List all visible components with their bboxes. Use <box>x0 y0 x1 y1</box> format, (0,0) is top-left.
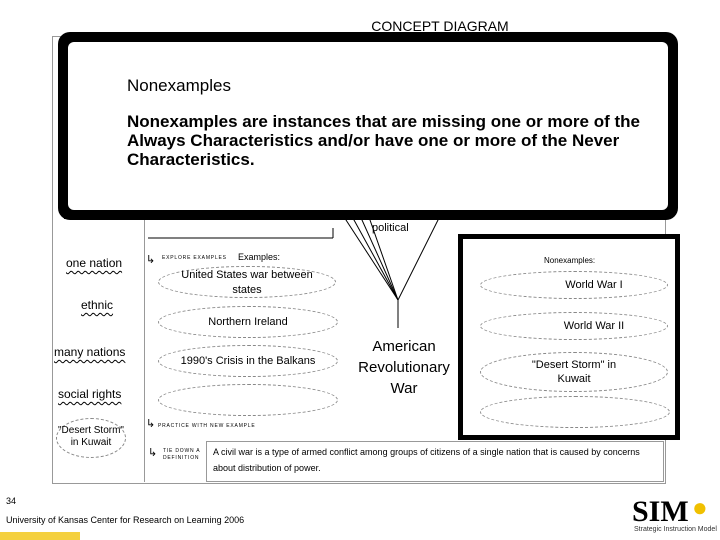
nonexamples-label: Nonexamples: <box>544 256 596 265</box>
practice-arrow-icon: ↳ <box>146 418 156 430</box>
tie-arrow-icon: ↳ <box>148 447 158 459</box>
sim-logo-subtitle: Strategic Instruction Model <box>634 526 717 533</box>
nonexample-oval-3: "Desert Storm" in Kuwait <box>480 352 668 392</box>
popup-body: Nonexamples are instances that are missi… <box>127 112 640 169</box>
practice-label: PRACTICE WITH NEW EXAMPLE <box>158 423 256 429</box>
page-number: 34 <box>6 496 17 506</box>
definition-box: A civil war is a type of armed conflict … <box>206 441 664 482</box>
nonexample-oval-4 <box>480 396 670 428</box>
center-example: American Revolutionary War <box>358 338 450 397</box>
term-desert-storm: "Desert Storm" in Kuwait <box>56 418 126 458</box>
example-oval-3: 1990's Crisis in the Balkans <box>158 345 338 377</box>
nonexample-oval-2: World War II <box>480 312 668 340</box>
footer-credit: University of Kansas Center for Research… <box>6 515 245 525</box>
popup-heading: Nonexamples <box>127 76 231 95</box>
term-social-rights: social rights <box>58 387 122 401</box>
term-many-nations: many nations <box>54 345 126 359</box>
term-one-nation: one nation <box>66 256 123 270</box>
characteristic-fragment: political <box>372 222 409 234</box>
diagram-title: CONCEPT DIAGRAM <box>371 18 509 34</box>
example-oval-2: Northern Ireland <box>158 306 338 338</box>
person-figure-icon: ● <box>692 492 708 522</box>
example-oval-1: United States war between states <box>158 266 336 298</box>
yellow-strip <box>0 532 80 540</box>
explore-label: EXPLORE EXAMPLES <box>162 255 227 261</box>
popup-panel <box>68 42 668 210</box>
sim-logo: SIM <box>632 495 689 528</box>
examples-label: Examples: <box>238 252 281 262</box>
nonexample-oval-1: World War I <box>480 271 668 299</box>
term-ethnic: ethnic <box>81 298 114 312</box>
example-oval-4 <box>158 384 338 416</box>
tie-label: TIE DOWN A DEFINITION <box>163 448 201 461</box>
explore-arrow-icon: ↳ <box>146 254 156 266</box>
left-column <box>52 36 145 482</box>
